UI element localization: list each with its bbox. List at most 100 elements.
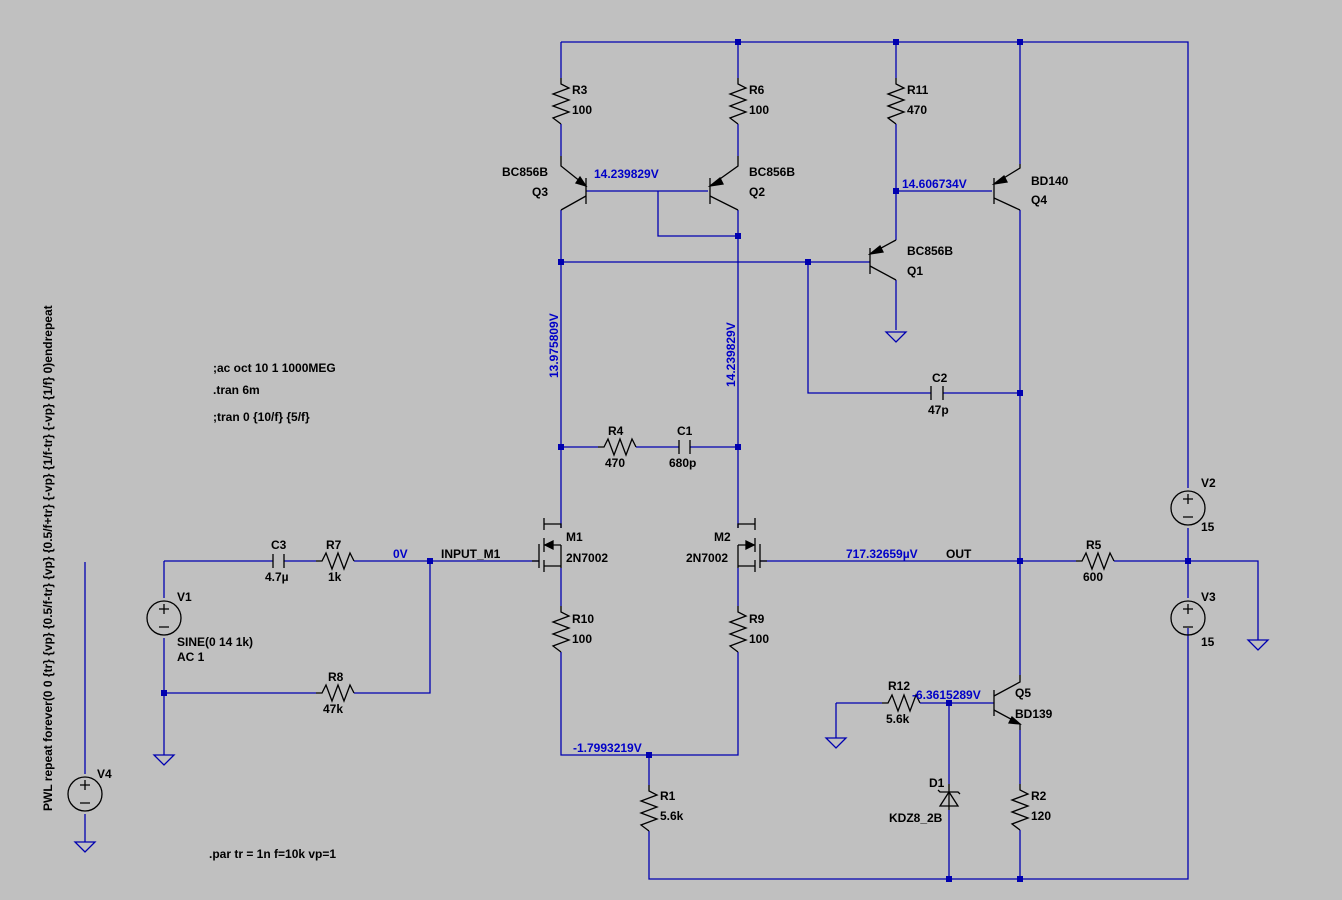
svg-text:R4: R4 bbox=[608, 424, 624, 438]
svg-text:V2: V2 bbox=[1201, 476, 1216, 490]
resistor-r7[interactable]: R7 1k bbox=[316, 538, 355, 584]
svg-text:1k: 1k bbox=[328, 570, 342, 584]
svg-text:PWL repeat forever(0 0 {tr} {v: PWL repeat forever(0 0 {tr} {vp} {0.5/f-… bbox=[41, 305, 55, 811]
resistor-r9[interactable]: R9 100 bbox=[728, 606, 769, 653]
capacitor-c1[interactable]: C1 680p bbox=[669, 424, 696, 470]
svg-text:Q5: Q5 bbox=[1015, 686, 1031, 700]
transistor-q2[interactable]: BC856B Q2 bbox=[707, 156, 795, 211]
svg-text:R2: R2 bbox=[1031, 789, 1047, 803]
svg-text:R8: R8 bbox=[328, 670, 344, 684]
svg-text:C2: C2 bbox=[932, 371, 948, 385]
svg-text:M1: M1 bbox=[566, 530, 583, 544]
transistor-q3[interactable]: BC856B Q3 bbox=[502, 156, 588, 211]
transistor-q1[interactable]: BC856B Q1 bbox=[867, 239, 953, 281]
svg-text:BD140: BD140 bbox=[1031, 174, 1069, 188]
svg-text:BD139: BD139 bbox=[1015, 707, 1053, 721]
resistor-r6[interactable]: R6 100 bbox=[728, 78, 769, 125]
resistor-r3[interactable]: R3 100 bbox=[551, 78, 592, 125]
svg-text:470: 470 bbox=[605, 456, 625, 470]
svg-text:D1: D1 bbox=[929, 776, 945, 790]
spice-directives[interactable]: ;ac oct 10 1 1000MEG .tran 6m ;tran 0 {1… bbox=[209, 361, 336, 861]
svg-text:V4: V4 bbox=[97, 767, 112, 781]
svg-text:120: 120 bbox=[1031, 809, 1051, 823]
svg-text:100: 100 bbox=[572, 632, 592, 646]
resistor-r2[interactable]: R2 120 bbox=[1010, 784, 1051, 831]
svg-text:600: 600 bbox=[1083, 570, 1103, 584]
svg-text:R12: R12 bbox=[888, 679, 910, 693]
svg-text:47k: 47k bbox=[323, 702, 343, 716]
svg-text:Q3: Q3 bbox=[532, 185, 548, 199]
voltage-out: 717.32659µV bbox=[846, 547, 918, 561]
directive-tran: .tran 6m bbox=[213, 383, 260, 397]
svg-text:BC856B: BC856B bbox=[907, 244, 953, 258]
voltage-q5-base: -6.3615289V bbox=[912, 688, 981, 702]
svg-text:680p: 680p bbox=[669, 456, 696, 470]
voltage-source-v4[interactable]: V4 PWL repeat forever(0 0 {tr} {vp} {0.5… bbox=[41, 305, 112, 812]
svg-text:V1: V1 bbox=[177, 590, 192, 604]
svg-text:BC856B: BC856B bbox=[749, 165, 795, 179]
directive-tran-alt: ;tran 0 {10/f} {5/f} bbox=[213, 410, 310, 424]
svg-text:5.6k: 5.6k bbox=[886, 712, 910, 726]
svg-text:100: 100 bbox=[749, 103, 769, 117]
svg-text:100: 100 bbox=[749, 632, 769, 646]
voltage-q3-base: 14.239829V bbox=[594, 167, 659, 181]
svg-text:BC856B: BC856B bbox=[502, 165, 548, 179]
svg-text:C3: C3 bbox=[271, 538, 287, 552]
directive-param: .par tr = 1n f=10k vp=1 bbox=[209, 847, 336, 861]
net-label-out: OUT bbox=[946, 547, 972, 561]
svg-text:M2: M2 bbox=[714, 530, 731, 544]
ground-symbols bbox=[73, 331, 1270, 853]
svg-text:470: 470 bbox=[907, 103, 927, 117]
svg-text:R3: R3 bbox=[572, 83, 588, 97]
svg-text:47p: 47p bbox=[928, 403, 949, 417]
svg-text:R5: R5 bbox=[1086, 538, 1102, 552]
svg-text:Q1: Q1 bbox=[907, 264, 923, 278]
svg-text:100: 100 bbox=[572, 103, 592, 117]
voltage-m2-drain: 14.239829V bbox=[724, 322, 738, 387]
svg-text:2N7002: 2N7002 bbox=[566, 551, 608, 565]
svg-text:R7: R7 bbox=[326, 538, 342, 552]
svg-text:AC 1: AC 1 bbox=[177, 650, 205, 664]
svg-text:R11: R11 bbox=[907, 83, 929, 97]
directive-ac: ;ac oct 10 1 1000MEG bbox=[213, 361, 336, 375]
zener-diode-d1[interactable]: D1 KDZ8_2B bbox=[889, 776, 961, 825]
svg-text:2N7002: 2N7002 bbox=[686, 551, 728, 565]
voltage-source-v1[interactable]: V1 SINE(0 14 1k) AC 1 bbox=[146, 590, 253, 664]
capacitor-c2[interactable]: C2 47p bbox=[928, 371, 949, 417]
resistor-r4[interactable]: R4 470 bbox=[598, 424, 637, 470]
voltage-sources: -1.7993219V bbox=[573, 741, 642, 755]
mosfet-m2[interactable]: M2 2N7002 bbox=[686, 518, 767, 572]
svg-text:4.7µ: 4.7µ bbox=[265, 570, 289, 584]
resistor-r1[interactable]: R1 5.6k bbox=[639, 785, 684, 832]
node-voltage-labels: 14.239829V 14.606734V 13.975809V 14.2398… bbox=[393, 167, 981, 755]
resistor-r12[interactable]: R12 5.6k bbox=[882, 679, 921, 726]
junctions bbox=[161, 39, 1191, 882]
svg-text:Q2: Q2 bbox=[749, 185, 765, 199]
svg-text:SINE(0 14 1k): SINE(0 14 1k) bbox=[177, 635, 253, 649]
voltage-m1-drain: 13.975809V bbox=[547, 313, 561, 378]
resistor-r5[interactable]: R5 600 bbox=[1076, 538, 1115, 584]
transistor-q4[interactable]: BD140 Q4 bbox=[991, 164, 1069, 211]
svg-text:KDZ8_2B: KDZ8_2B bbox=[889, 811, 943, 825]
svg-text:5.6k: 5.6k bbox=[660, 809, 684, 823]
svg-text:R1: R1 bbox=[660, 789, 676, 803]
resistor-r8[interactable]: R8 47k bbox=[316, 670, 355, 716]
svg-text:15: 15 bbox=[1201, 635, 1215, 649]
svg-text:R10: R10 bbox=[572, 612, 594, 626]
transistor-q5[interactable]: Q5 BD139 bbox=[993, 675, 1053, 730]
resistor-r10[interactable]: R10 100 bbox=[551, 606, 594, 653]
net-label-input: INPUT_M1 bbox=[441, 547, 501, 561]
capacitor-c3[interactable]: C3 4.7µ bbox=[265, 538, 289, 584]
svg-text:R9: R9 bbox=[749, 612, 765, 626]
svg-text:R6: R6 bbox=[749, 83, 765, 97]
voltage-source-v2[interactable]: V2 15 bbox=[1170, 476, 1216, 534]
svg-text:15: 15 bbox=[1201, 520, 1215, 534]
resistor-r11[interactable]: R11 470 bbox=[886, 78, 929, 125]
voltage-q4-base: 14.606734V bbox=[902, 177, 967, 191]
mosfet-m1[interactable]: M1 2N7002 bbox=[532, 518, 608, 572]
svg-text:C1: C1 bbox=[677, 424, 693, 438]
svg-text:V3: V3 bbox=[1201, 590, 1216, 604]
voltage-source-v3[interactable]: V3 15 bbox=[1170, 590, 1216, 649]
svg-text:Q4: Q4 bbox=[1031, 193, 1047, 207]
